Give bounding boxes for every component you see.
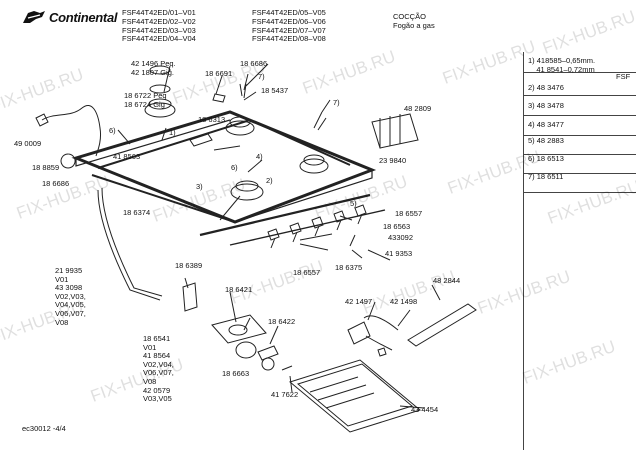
continental-horse-icon — [23, 11, 45, 23]
part-label: 42 1498 — [390, 297, 418, 306]
part-label: 48 2844 — [433, 276, 461, 285]
part-label: 18 6557 — [395, 209, 423, 218]
model-list-1: FSF44T42ED/01–V01 FSF44T42ED/02–V02 FSF4… — [122, 8, 196, 44]
note-2: 2) 48 3476 — [528, 83, 564, 92]
model-code: FSF44T42ED/05–V05 — [252, 8, 326, 17]
part-label: 18 6663 — [222, 369, 250, 378]
part-label: 18 5437 — [261, 86, 289, 95]
part-label: 2) — [266, 176, 273, 185]
part-label: 41 7622 — [271, 390, 299, 399]
part-label: 21 9935 V01 43 3098 V02,V03, V04,V05, V0… — [55, 266, 86, 327]
part-label: 18 6421 — [225, 285, 253, 294]
part-label: 18 6691 — [205, 69, 233, 78]
part-label: 18 6374 — [123, 208, 151, 217]
part-label: 48 2809 — [404, 104, 432, 113]
part-label: 18 6313 — [198, 115, 226, 124]
note-7: 7) 18 6511 — [528, 172, 564, 181]
part-label: 7) — [333, 98, 340, 107]
part-label: 6) — [109, 126, 116, 135]
model-list-2: FSF44T42ED/05–V05 FSF44T42ED/06–V06 FSF4… — [252, 8, 326, 44]
category-subtitle: Fogão a gas — [393, 20, 435, 30]
part-label: 23 9840 — [379, 156, 407, 165]
part-label: 18 6389 — [175, 261, 203, 270]
category-block: COCÇÃO Fogão a gas — [393, 12, 435, 31]
brand-name: Continental — [49, 9, 118, 25]
model-code: FSF44T42ED/08–V08 — [252, 34, 326, 44]
part-label: 18 6375 — [335, 263, 363, 272]
part-label: 43 4454 — [411, 405, 439, 414]
note-4: 4) 48 3477 — [528, 120, 564, 129]
part-label: 7) — [258, 72, 265, 81]
part-label: 5) — [350, 199, 357, 208]
part-label: 18 6557 — [293, 268, 321, 277]
part-label: 433092 — [388, 233, 414, 242]
brand-logo: Continental — [22, 8, 118, 26]
part-label: 18 6722 Peq 18 6724 Gig — [124, 91, 167, 109]
part-label: 18 6563 — [383, 222, 411, 231]
part-label: 18 6541 V01 41 8564 V02,V04, V06,V07, V0… — [143, 334, 174, 404]
note-tag: FSF — [616, 72, 631, 81]
part-label: 3) — [196, 182, 203, 191]
model-code: FSF44T42ED/06–V06 — [252, 16, 326, 26]
part-label: 18 8859 — [32, 163, 60, 172]
model-code: FSF44T42ED/03–V03 — [122, 25, 196, 35]
note-1: 1) 418585–0,65mm. 41 8541–0,72mm — [528, 56, 596, 74]
model-code: FSF44T42ED/04–V04 — [122, 34, 196, 44]
part-label: 41 9353 — [385, 249, 413, 258]
notes-panel — [523, 52, 636, 450]
note-5: 5) 48 2883 — [528, 136, 564, 145]
category-title: COCÇÃO — [393, 12, 426, 21]
part-label: 42 1496 Peq. 42 1807 Gig. — [131, 59, 176, 77]
model-code: FSF44T42ED/01–V01 — [122, 8, 196, 17]
model-code: FSF44T42ED/02–V02 — [122, 16, 196, 26]
part-label: 18 6686 — [42, 179, 70, 188]
part-label: 18 6422 — [268, 317, 296, 326]
part-label: 1) — [169, 128, 176, 137]
model-code: FSF44T42ED/07–V07 — [252, 25, 326, 35]
part-label: 18 6686 — [240, 59, 268, 68]
page-code: ec30012 -4/4 — [22, 424, 66, 433]
part-label: 41 8563 — [113, 152, 141, 161]
part-label: 49 0009 — [14, 139, 42, 148]
part-label: 42 1497 — [345, 297, 373, 306]
note-6: 6) 18 6513 — [528, 154, 564, 163]
part-label: 6) — [231, 163, 238, 172]
part-label: 4) — [256, 152, 263, 161]
note-3: 3) 48 3478 — [528, 101, 564, 110]
